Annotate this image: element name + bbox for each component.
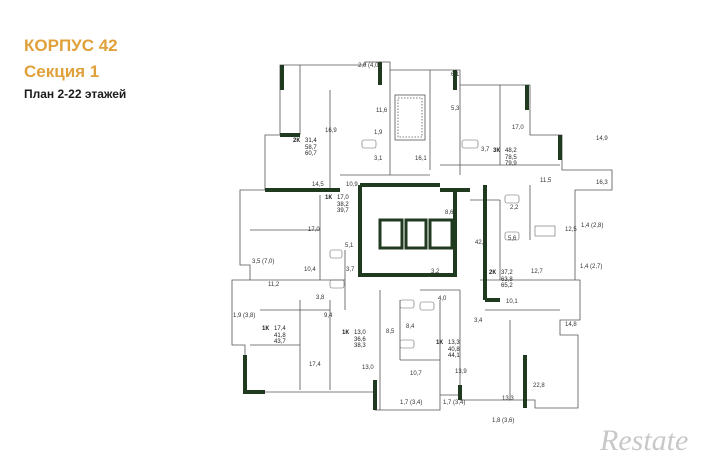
room-area: 1,7 (3,4) [443, 400, 466, 406]
room-area: 1,9 (3,8) [233, 313, 256, 319]
room-area: 10,7 [410, 371, 422, 377]
room-area: 10,9 [346, 182, 358, 188]
room-area: 14,8 [565, 322, 577, 328]
room-area: 42,3 [475, 240, 487, 246]
room-area: 1,4 (2,8) [581, 223, 604, 229]
room-area: 3,2 [431, 269, 440, 275]
room-area: 1,8 (3,6) [492, 418, 515, 424]
room-area: 9,4 [324, 313, 333, 319]
apartment-area: 38,2 [337, 201, 349, 208]
apartment-area: 65,2 [501, 283, 513, 289]
room-area: 3,4 [474, 318, 483, 324]
apartment-type: 1К [262, 326, 269, 332]
room-area: 14,5 [312, 182, 324, 188]
apartment-area: 60,7 [305, 151, 317, 157]
room-area: 1,7 (3,4) [400, 400, 423, 406]
room-area: 6,1 [451, 72, 460, 78]
apartment-area: 41,8 [274, 332, 286, 339]
apartment-area: 17,4 [274, 326, 286, 332]
room-area: 12,5 [565, 227, 577, 233]
building-title: КОРПУС 42 [24, 36, 118, 55]
apartment-area: 63,8 [501, 276, 513, 283]
room-area: 11,6 [376, 108, 388, 114]
room-area: 22,8 [533, 383, 545, 389]
room-area: 10,4 [304, 267, 316, 273]
apartment-area: 13,0 [354, 330, 366, 336]
apartment-type: 1К [325, 195, 332, 201]
room-area: 1,4 (2,7) [580, 264, 603, 270]
room-area: 13,3 [502, 396, 514, 402]
apartment-type: 1К [342, 330, 349, 336]
apartment-area: 40,8 [448, 346, 460, 353]
room-area: 8,5 [386, 329, 395, 335]
apartment-area: 38,3 [354, 343, 366, 349]
room-area: 17,0 [308, 227, 320, 233]
restate-logo: Restate [599, 424, 688, 456]
apartment-area: 36,6 [354, 336, 366, 343]
apartment-area: 31,4 [305, 138, 317, 144]
room-area: 17,0 [512, 125, 524, 131]
apartment-area: 58,7 [305, 144, 317, 151]
apartment-area: 39,7 [337, 208, 349, 214]
room-area: 8,4 [406, 324, 415, 330]
room-area: 3,7 [346, 267, 355, 273]
section-title: Секция 1 [24, 62, 100, 81]
room-area: 3,5 (7,0) [252, 259, 275, 265]
logo-text: Restate [599, 424, 688, 456]
apartment-type: 2К [489, 270, 496, 276]
floors-subtitle: План 2-22 этажей [24, 87, 127, 101]
apartment-area: 37,2 [501, 270, 513, 276]
room-area: 3,8 [316, 295, 325, 301]
apartment-type: 2К [293, 138, 300, 144]
room-area: 3,7 [481, 147, 490, 153]
room-area: 2,2 [510, 205, 519, 211]
room-area: 2,0 (4,0) [358, 63, 381, 69]
room-area: 13,0 [362, 365, 374, 371]
room-area: 16,1 [415, 156, 427, 162]
apartment-area: 13,3 [448, 340, 460, 346]
apartment-area: 44,1 [448, 353, 460, 359]
room-area: 12,7 [531, 269, 543, 275]
apartment-area: 43,7 [274, 339, 286, 345]
room-area: 11,5 [540, 178, 552, 184]
room-area: 5,3 [451, 106, 460, 112]
room-area: 13,9 [455, 369, 467, 375]
room-area: 5,1 [345, 243, 354, 249]
apartment-area: 17,0 [337, 195, 349, 201]
apartment-type: 1К [436, 340, 443, 346]
apartment-type: 3К [493, 148, 500, 154]
room-area: 16,9 [325, 128, 337, 134]
room-area: 8,6 [445, 210, 454, 216]
room-area: 4,0 [438, 296, 447, 302]
apartment-area: 78,5 [505, 154, 517, 161]
apartment-area: 79,9 [505, 161, 517, 167]
room-area: 16,3 [596, 180, 608, 186]
room-area: 17,4 [309, 362, 321, 368]
apartment-area: 48,2 [505, 148, 517, 154]
room-area: 14,9 [596, 136, 608, 142]
room-area: 10,1 [506, 299, 518, 305]
room-area: 1,9 [374, 130, 383, 136]
room-area: 5,6 [508, 236, 517, 242]
room-area: 11,2 [268, 282, 280, 288]
room-area: 3,1 [374, 156, 383, 162]
